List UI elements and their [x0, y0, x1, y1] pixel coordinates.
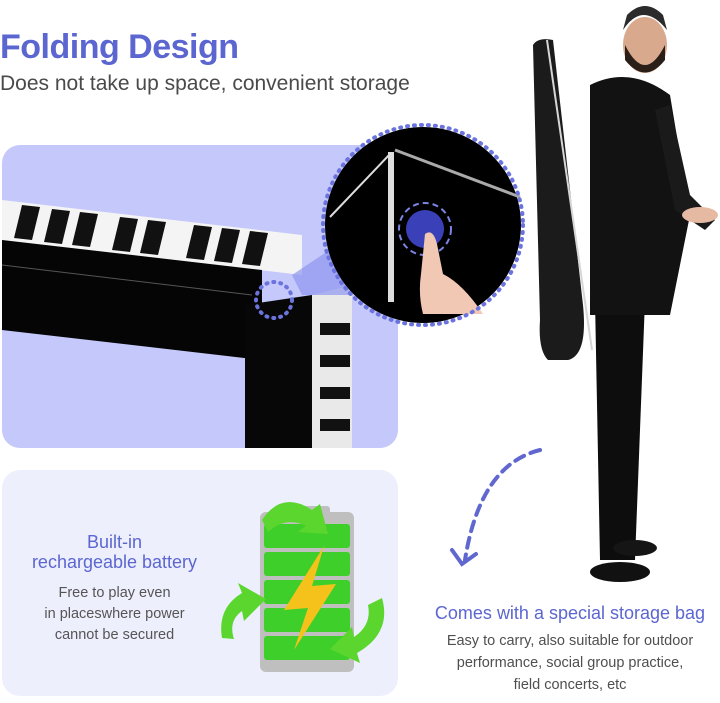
page-title: Folding Design: [0, 28, 239, 66]
battery-text-line2: in placeswhere power: [44, 606, 185, 622]
battery-text-line1: Free to play even: [58, 585, 171, 601]
battery-text-line3: cannot be secured: [54, 627, 175, 643]
latch-detail-zoom: [321, 123, 525, 327]
bag-description: Easy to carry, also suitable for outdoor…: [420, 630, 720, 696]
battery-feature-card: Built-in rechargeable battery Free to pl…: [2, 470, 398, 696]
bag-title: Comes with a special storage bag: [434, 603, 706, 623]
bag-text-line1: Easy to carry, also suitable for outdoor: [446, 633, 694, 649]
bag-text-line2: performance, social group practice,: [456, 655, 684, 671]
folded-keyboard-illustration: [2, 200, 352, 448]
dashed-arrow-icon: [450, 448, 542, 567]
man-carrying-storage-bag: [533, 6, 718, 582]
page-subtitle: Does not take up space, convenient stora…: [0, 72, 410, 95]
bag-text-line3: field concerts, etc: [513, 677, 627, 693]
battery-title-line2: rechargeable battery: [31, 552, 198, 572]
battery-charging-icon: [221, 502, 385, 672]
battery-title-line1: Built-in: [86, 532, 143, 552]
